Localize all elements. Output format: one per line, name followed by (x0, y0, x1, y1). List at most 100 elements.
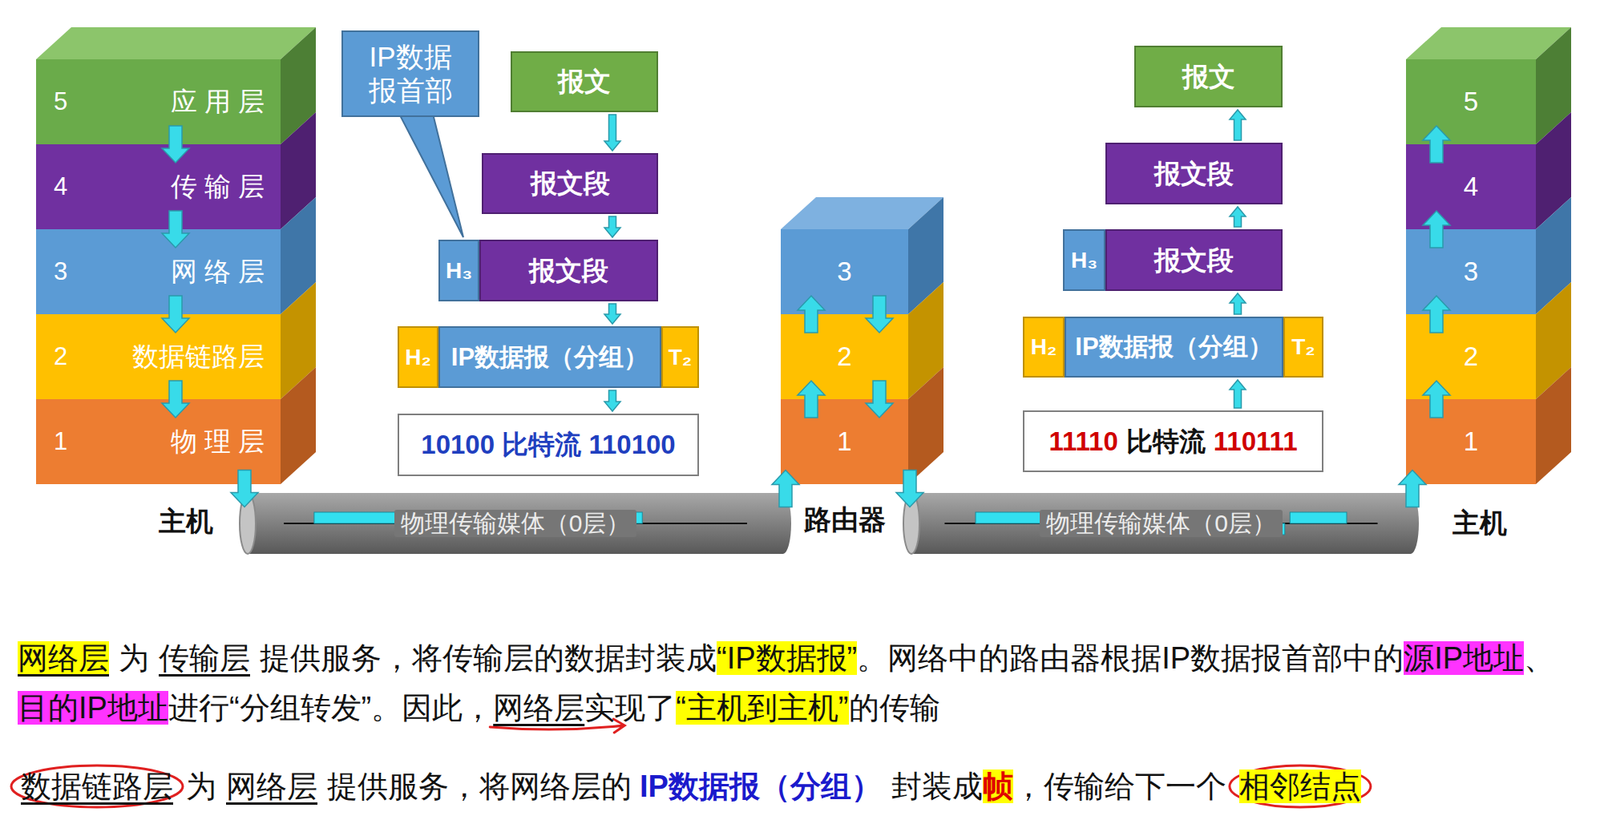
layer-box: 4传 输 层 (36, 144, 281, 230)
stack-top-face (36, 27, 316, 60)
flow-arrow (1229, 379, 1246, 409)
body-text: 为 (185, 769, 217, 804)
bitstream-box: 11110比特流110111 (1022, 410, 1324, 473)
router-stack: 路由器321 (780, 229, 909, 485)
box-text: T₂ (1291, 333, 1316, 361)
flow-arrow (604, 390, 621, 412)
medium-label: 物理传输媒体（0层） (1039, 509, 1283, 538)
body-text: 为 (118, 641, 150, 675)
bitstream-text: 110111 (1213, 425, 1298, 458)
layer-number: 2 (53, 341, 68, 372)
layer-number: 5 (53, 86, 68, 117)
box-text: 报文段 (530, 167, 611, 200)
paragraph: 数据链路层为网络层提供服务，将网络层的IP数据报（分组）封装成帧，传输给下一个相… (17, 761, 1581, 812)
transmission-medium: 物理传输媒体（0层） (239, 492, 792, 554)
layer-box: 1 (1406, 399, 1536, 485)
segment-box: 报文段 (1105, 229, 1283, 291)
layer-number: 3 (1463, 255, 1479, 288)
box-text: IP数据报首部 (360, 40, 461, 108)
bitstream-box: 10100 比特流 110100 (397, 413, 699, 477)
underlined-term: 传输层 (158, 641, 251, 675)
highlighted-term: 相邻结点 (1239, 769, 1362, 804)
callout-box: IP数据报首部 (341, 30, 480, 118)
body-text: 、 (1523, 641, 1555, 675)
highlighted-term: 帧 (982, 769, 1014, 804)
hand-circle (1229, 765, 1371, 808)
body-text: 的传输 (848, 690, 941, 725)
layer-box: 3 (1406, 229, 1536, 315)
box-text: 报文 (1182, 60, 1236, 93)
body-text: 封装成 (891, 769, 983, 804)
flow-arrow (604, 303, 621, 324)
stack-side-face (908, 367, 944, 485)
box-text: H₃ (445, 257, 473, 285)
layer-name: 数据链路层 (132, 340, 265, 373)
segment-box: 报文段 (481, 153, 659, 215)
header-box: H₂ (1022, 316, 1065, 378)
cable-body (247, 492, 784, 554)
layer-name: 应 用 层 (170, 85, 265, 118)
box-text: T₂ (668, 343, 693, 372)
body-text: 实现了 (584, 690, 676, 725)
transmission-medium: 物理传输媒体（0层） (903, 492, 1419, 554)
layer-box: 1物 理 层 (36, 399, 281, 485)
underlined-term: 网络层 (226, 769, 318, 804)
body-text: 提供服务，将传输层的数据封装成 (259, 641, 717, 675)
body-text: IP数据报（分组） (639, 769, 882, 804)
flow-arrow (1229, 206, 1246, 227)
flow-arrow (604, 114, 621, 151)
host-stack: 主机5应 用 层4传 输 层3网 络 层2数据链路层1物 理 层 (36, 59, 281, 485)
highlighted-term: 源IP地址 (1403, 641, 1524, 675)
highlighted-term: “主机到主机” (675, 690, 849, 725)
header-box: H₃ (1062, 229, 1106, 291)
box-text: 报文段 (1154, 244, 1234, 277)
bitstream-text: 10100 比特流 110100 (420, 428, 675, 461)
bitstream-text: 11110 (1049, 425, 1119, 458)
flow-arrow (604, 216, 621, 238)
layer-box: 1 (780, 399, 909, 485)
paragraph: 网络层为传输层提供服务，将传输层的数据封装成“IP数据报”。网络中的路由器根据I… (17, 633, 1581, 733)
underlined-term: 数据链路层 (20, 769, 174, 804)
body-text: 提供服务，将网络层的 (327, 769, 632, 804)
layer-number: 3 (53, 256, 68, 287)
stack-heading: 路由器 (780, 503, 909, 537)
layer-box: 5 (1406, 59, 1536, 145)
layer-box: 5 应 用 层 (36, 59, 281, 145)
layer-number: 1 (836, 425, 852, 458)
hand-annotations (11, 719, 1371, 808)
box-text: H₂ (1030, 333, 1058, 361)
box-text: 报文段 (529, 254, 609, 287)
layer-box: 2 (1406, 314, 1536, 400)
stack-side-face (280, 367, 316, 485)
layer-box: 2 数据链路层 (36, 314, 281, 400)
hand-circle (11, 765, 183, 808)
box-text: IP数据报（分组） (1074, 331, 1273, 362)
layer-number: 4 (1463, 170, 1479, 203)
layer-number: 3 (836, 255, 852, 288)
body-text: 。网络中的路由器根据IP数据报首部中的 (856, 641, 1404, 675)
cable-end (903, 492, 920, 554)
segment-box: 报文段 (479, 239, 659, 302)
layer-box: 2 (780, 314, 909, 400)
stack-side-face (1535, 367, 1572, 485)
body-text: 进行“分组转发”。因此， (168, 690, 493, 725)
layer-number: 4 (53, 171, 68, 202)
callout-tail (399, 113, 464, 238)
trailer-box: T₂ (1283, 316, 1324, 378)
cable-end (775, 492, 792, 554)
trailer-box: T₂ (661, 326, 699, 388)
explanation-text: 网络层为传输层提供服务，将传输层的数据封装成“IP数据报”。网络中的路由器根据I… (17, 633, 1581, 812)
box-text: H₂ (404, 343, 432, 372)
layer-name: 网 络 层 (170, 255, 265, 288)
message-box: 报文 (510, 51, 659, 113)
flow-arrow (1229, 109, 1246, 141)
stack-heading: 主机 (1414, 506, 1545, 540)
packet-box: IP数据报（分组） (1064, 316, 1284, 378)
box-text: IP数据报（分组） (451, 342, 649, 372)
layer-number: 1 (53, 426, 68, 457)
box-text: H₃ (1070, 246, 1098, 275)
packet-box: IP数据报（分组） (438, 326, 662, 388)
highlighted-term: “IP数据报” (716, 641, 857, 675)
flow-arrow (1229, 293, 1246, 315)
layer-box: 3 (780, 229, 909, 315)
